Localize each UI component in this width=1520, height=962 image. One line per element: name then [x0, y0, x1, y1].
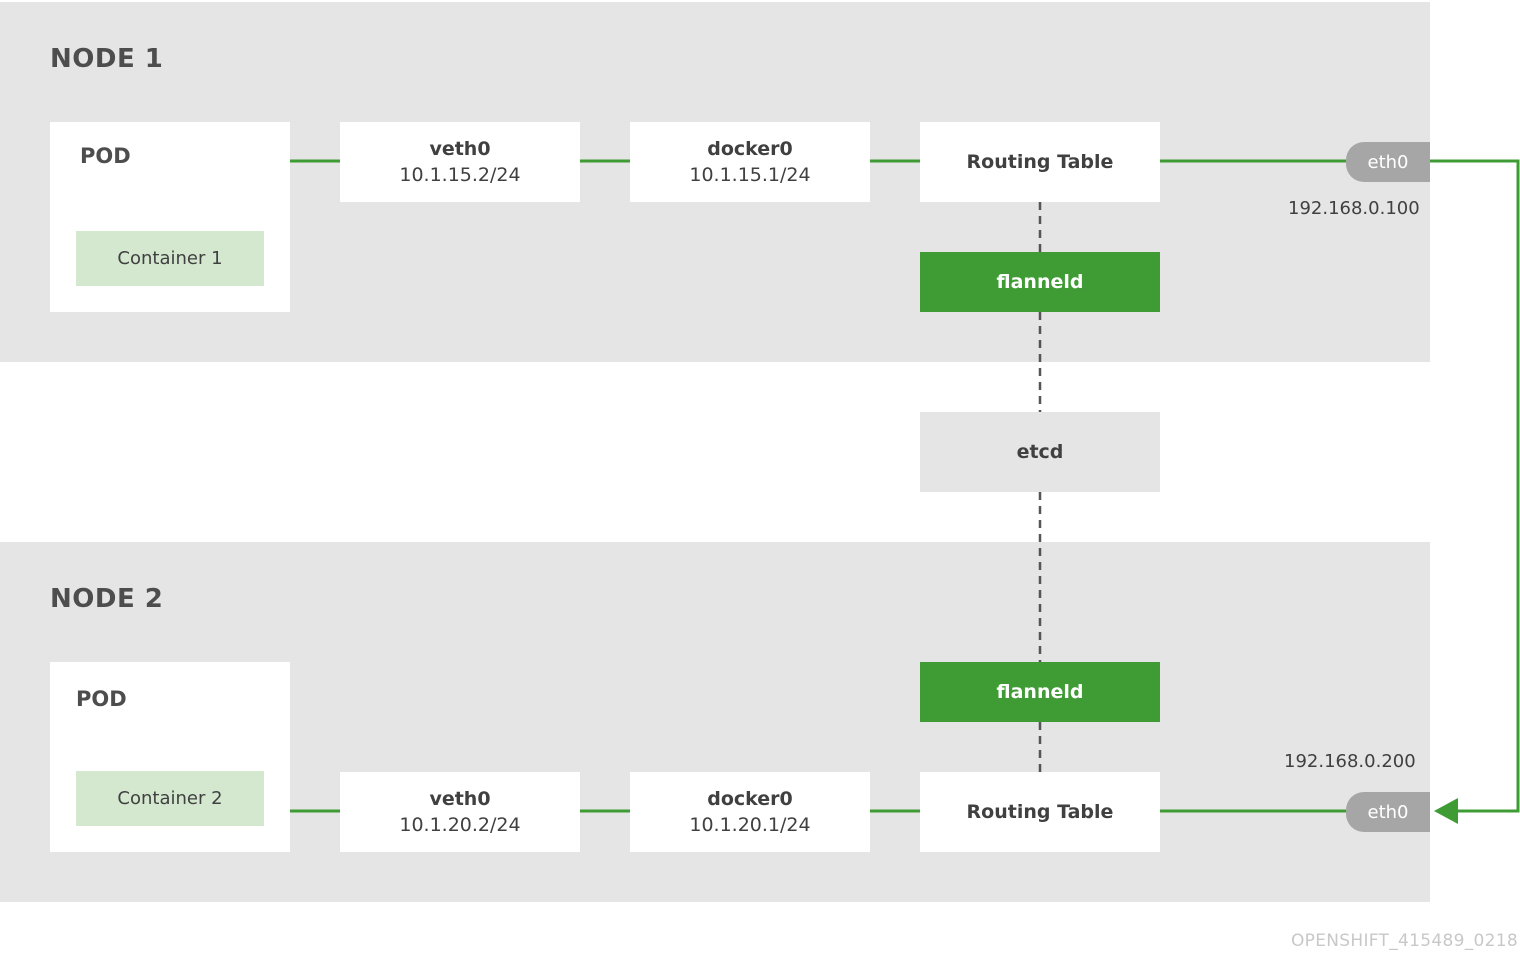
etcd: etcd: [920, 412, 1160, 492]
docker0-node-2: docker0 10.1.20.1/24: [630, 772, 870, 852]
docker0-node-2-name: docker0: [707, 788, 793, 810]
eth0-node-2: eth0: [1346, 792, 1430, 832]
veth0-node-2-ip: 10.1.20.2/24: [399, 814, 521, 836]
flanneld-node-1: flanneld: [920, 252, 1160, 312]
node-1-title: NODE 1: [50, 44, 164, 74]
figure-id-footer: OPENSHIFT_415489_0218: [1290, 931, 1518, 951]
pod-1-label: POD: [80, 144, 131, 168]
veth0-node-1-ip: 10.1.15.2/24: [399, 164, 521, 186]
pod-2-label: POD: [76, 687, 127, 711]
eth0-node-1: eth0: [1346, 142, 1430, 182]
routing-table-node-2: Routing Table: [920, 772, 1160, 852]
docker0-node-1-ip: 10.1.15.1/24: [689, 164, 811, 186]
link-eth-to-eth-arrow: [1430, 159, 1520, 813]
veth0-node-1: veth0 10.1.15.2/24: [340, 122, 580, 202]
node-2-title: NODE 2: [50, 584, 164, 614]
routing-table-node-1-label: Routing Table: [966, 151, 1114, 173]
veth0-node-1-name: veth0: [429, 138, 491, 160]
flanneld-node-2: flanneld: [920, 662, 1160, 722]
docker0-node-2-ip: 10.1.20.1/24: [689, 814, 811, 836]
container-1: Container 1: [76, 231, 264, 286]
eth0-node-1-ip: 192.168.0.100: [1288, 198, 1420, 219]
docker0-node-1-name: docker0: [707, 138, 793, 160]
routing-table-node-2-label: Routing Table: [966, 801, 1114, 823]
veth0-node-2: veth0 10.1.20.2/24: [340, 772, 580, 852]
container-2: Container 2: [76, 771, 264, 826]
routing-table-node-1: Routing Table: [920, 122, 1160, 202]
eth0-node-2-ip: 192.168.0.200: [1284, 751, 1416, 772]
docker0-node-1: docker0 10.1.15.1/24: [630, 122, 870, 202]
veth0-node-2-name: veth0: [429, 788, 491, 810]
arrowhead-icon: [1434, 798, 1458, 824]
